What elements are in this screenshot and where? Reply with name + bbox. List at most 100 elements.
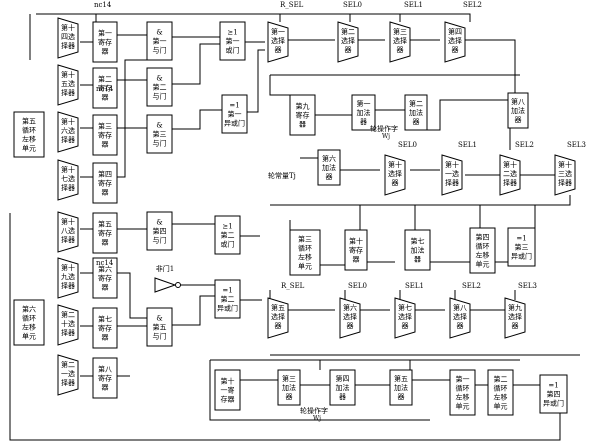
- svg-text:十选: 十选: [61, 319, 75, 328]
- svg-text:=1: =1: [516, 235, 526, 243]
- svg-text:三选: 三选: [558, 169, 572, 178]
- svg-text:寄存: 寄存: [98, 38, 112, 47]
- svg-text:第六: 第六: [322, 154, 336, 163]
- svg-text:第二: 第二: [221, 295, 235, 304]
- svg-text:&: &: [156, 29, 162, 37]
- svg-text:一寄: 一寄: [221, 386, 235, 395]
- svg-text:左移: 左移: [494, 393, 508, 402]
- not-gate: 非门1: [154, 264, 181, 293]
- svg-text:第五: 第五: [98, 220, 112, 229]
- signal-sel3-mid: SEL3: [567, 141, 587, 149]
- svg-text:选择: 选择: [271, 312, 285, 321]
- svg-text:&: &: [156, 122, 162, 130]
- svg-text:八选: 八选: [61, 226, 75, 235]
- svg-text:六选: 六选: [61, 126, 75, 135]
- svg-text:加法: 加法: [336, 383, 350, 392]
- svg-text:=1: =1: [229, 102, 239, 110]
- svg-text:七选: 七选: [61, 174, 75, 183]
- svg-text:第五: 第五: [22, 117, 36, 126]
- svg-text:第三: 第三: [298, 235, 312, 244]
- svg-text:择器: 择器: [61, 328, 75, 337]
- svg-text:或门: 或门: [221, 240, 235, 249]
- svg-text:择器: 择器: [445, 178, 459, 187]
- svg-text:加法: 加法: [394, 383, 408, 392]
- svg-text:器: 器: [102, 384, 109, 392]
- svg-text:寄存: 寄存: [98, 374, 112, 383]
- svg-text:选择: 选择: [343, 312, 357, 321]
- svg-text:器: 器: [452, 46, 459, 54]
- signal-sel2-mid: SEL2: [515, 141, 535, 149]
- svg-text:器: 器: [345, 46, 352, 54]
- svg-text:寄存: 寄存: [349, 246, 363, 255]
- svg-text:循环: 循环: [494, 384, 508, 393]
- svg-text:单元: 单元: [22, 332, 36, 341]
- svg-text:第十: 第十: [61, 70, 75, 79]
- svg-text:第八: 第八: [98, 365, 112, 374]
- svg-text:与门: 与门: [153, 46, 167, 55]
- svg-text:第三: 第三: [393, 27, 407, 36]
- svg-text:第九: 第九: [508, 303, 522, 312]
- svg-text:第九: 第九: [296, 102, 310, 111]
- svg-text:第七: 第七: [98, 315, 112, 324]
- svg-text:器: 器: [102, 189, 109, 197]
- svg-text:选择: 选择: [341, 36, 355, 45]
- svg-text:器: 器: [392, 179, 399, 187]
- svg-text:第七: 第七: [398, 303, 412, 312]
- svg-text:择器: 择器: [61, 235, 75, 244]
- svg-text:第六: 第六: [22, 305, 36, 314]
- signal-sel0-bottom: SEL0: [348, 282, 368, 290]
- svg-text:第四: 第四: [547, 390, 561, 399]
- svg-text:器: 器: [102, 284, 109, 292]
- svg-text:左移: 左移: [298, 253, 312, 262]
- svg-text:器: 器: [326, 173, 333, 181]
- components: 第十四选择器第十五选择器第十六选择器第十七选择器第十八选择器第十九选择器第二十选…: [13, 17, 576, 416]
- svg-text:左移: 左移: [476, 251, 490, 260]
- svg-text:循环: 循环: [298, 244, 312, 253]
- svg-text:第一: 第一: [98, 29, 112, 38]
- svg-text:第四: 第四: [476, 233, 490, 242]
- svg-text:单元: 单元: [22, 144, 36, 153]
- svg-text:择器: 择器: [558, 178, 572, 187]
- svg-text:加法: 加法: [409, 108, 423, 117]
- svg-text:第二: 第二: [61, 310, 75, 319]
- svg-text:选择: 选择: [388, 169, 402, 178]
- svg-text:加法: 加法: [357, 108, 371, 117]
- svg-text:第一: 第一: [226, 37, 240, 46]
- svg-text:循环: 循环: [22, 126, 36, 135]
- svg-text:寄存: 寄存: [98, 131, 112, 140]
- svg-text:第二: 第二: [341, 27, 355, 36]
- signal-nc14-3: nc14: [96, 259, 114, 267]
- signal-r-sel-bottom: R_SEL: [281, 282, 305, 290]
- svg-text:择器: 择器: [61, 88, 75, 97]
- svg-text:选择: 选择: [393, 36, 407, 45]
- round-word-a-label: 轮操作字: [370, 125, 398, 133]
- svg-text:第十: 第十: [61, 23, 75, 32]
- svg-text:异或门: 异或门: [224, 119, 245, 128]
- svg-text:寄存: 寄存: [98, 324, 112, 333]
